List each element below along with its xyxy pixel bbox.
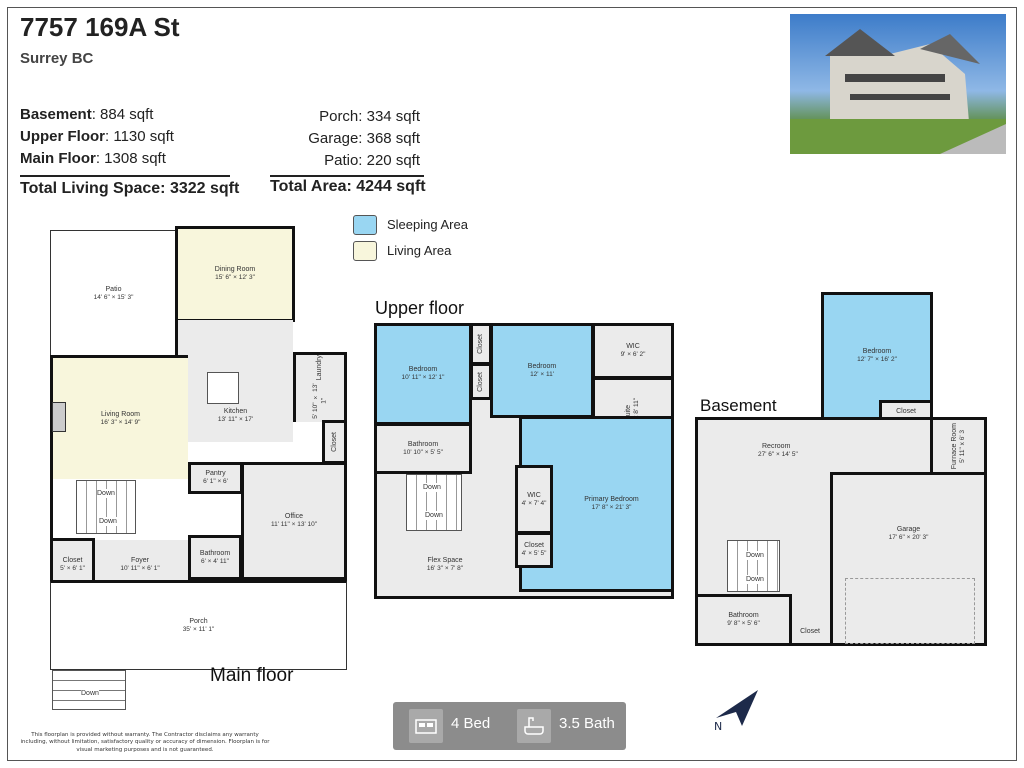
upper-stairs: Down Down (406, 474, 462, 531)
main-floor-label: Main floor (210, 665, 294, 686)
legend-label: Living Area (387, 243, 452, 258)
upper-floor-label: Upper floor (375, 298, 465, 318)
area-upper: Upper Floor: 1130 sqft (20, 128, 174, 145)
divider (20, 175, 230, 177)
porch-steps: Down (52, 670, 126, 710)
room-closet: Closet (470, 323, 492, 365)
area-main: Main Floor: 1308 sqft (20, 150, 166, 167)
house-photo (790, 14, 1006, 154)
disclaimer: This floorplan is provided without warra… (20, 732, 270, 753)
area-patio: Patio: 220 sqft (324, 152, 420, 169)
address-title: 7757 169A St (20, 12, 180, 42)
svg-text:N: N (714, 720, 722, 732)
area-porch: Porch: 334 sqft (319, 108, 420, 125)
total-living: Total Living Space: 3322 sqft (20, 180, 240, 197)
legend-label: Sleeping Area (387, 217, 468, 232)
summary-badge: 4 Bed 3.5 Bath (393, 702, 626, 750)
room-closet: Closet (322, 420, 347, 464)
bed-icon (409, 709, 443, 743)
room-closet: Closet (879, 400, 933, 420)
basement-stairs: Down Down (727, 540, 780, 592)
page-frame (7, 7, 1017, 761)
city: Surrey BC (20, 50, 94, 67)
total-area: Total Area: 4244 sqft (270, 178, 426, 195)
bathtub-icon (517, 709, 551, 743)
room-closet: Closet (792, 622, 828, 642)
legend-swatch-living (353, 241, 377, 261)
basement-label: Basement (700, 396, 777, 415)
kitchen-island (207, 372, 239, 404)
bath-count: 3.5 Bath (559, 715, 615, 732)
legend-swatch-sleeping (353, 215, 377, 235)
main-stairs: Down Down (76, 480, 136, 534)
divider (270, 175, 424, 177)
fireplace-icon (52, 402, 66, 432)
area-basement: Basement: 884 sqft (20, 106, 154, 123)
bed-count: 4 Bed (451, 715, 491, 732)
area-garage: Garage: 368 sqft (308, 130, 420, 147)
room-closet: Closet (470, 363, 492, 400)
north-arrow-icon: N (714, 690, 758, 732)
house-illustration (790, 29, 1006, 154)
wall (50, 478, 53, 593)
garage-door (845, 578, 975, 644)
